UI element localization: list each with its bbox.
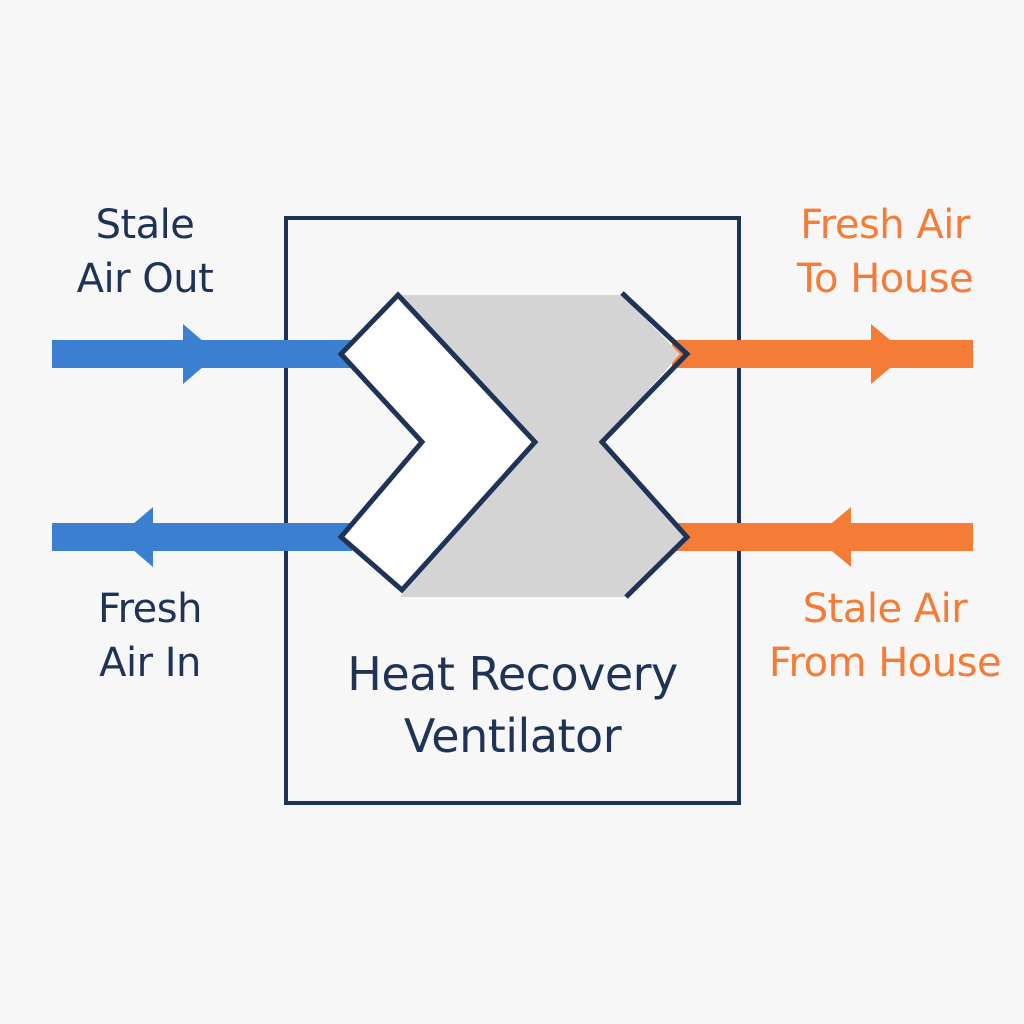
ventilator-title-line-1: Heat Recovery [347, 647, 678, 701]
stale-air-out-label: Stale Air Out [40, 198, 250, 306]
stale-air-out-line-1: Stale [95, 202, 195, 248]
stale-air-out-line-2: Air Out [76, 256, 214, 302]
fresh-air-to-house-arrowhead [871, 324, 907, 384]
stale-air-from-house-label: Stale Air From House [745, 582, 1024, 690]
fresh-air-in-line-2: Air In [99, 640, 201, 686]
fresh-air-to-house-duct [672, 340, 973, 368]
ventilator-title: Heat Recovery Ventilator [285, 643, 740, 767]
fresh-air-to-house-line-1: Fresh Air [800, 202, 970, 248]
stale-air-from-house-line-2: From House [768, 640, 1002, 686]
fresh-air-in-line-1: Fresh [98, 586, 202, 632]
stale-air-out-arrowhead [183, 324, 218, 384]
stale-air-from-house-line-1: Stale Air [802, 586, 968, 632]
fresh-air-to-house-label: Fresh Air To House [760, 198, 1010, 306]
fresh-air-to-house-line-2: To House [796, 256, 974, 302]
right-chevron-outline [598, 291, 691, 599]
ventilator-title-line-2: Ventilator [403, 709, 622, 763]
left-chevron [337, 291, 539, 594]
fresh-air-in-label: Fresh Air In [45, 582, 255, 690]
fresh-air-in-duct [52, 523, 352, 551]
stale-air-from-house-arrowhead [815, 507, 851, 567]
fresh-air-in-arrowhead [118, 507, 153, 567]
